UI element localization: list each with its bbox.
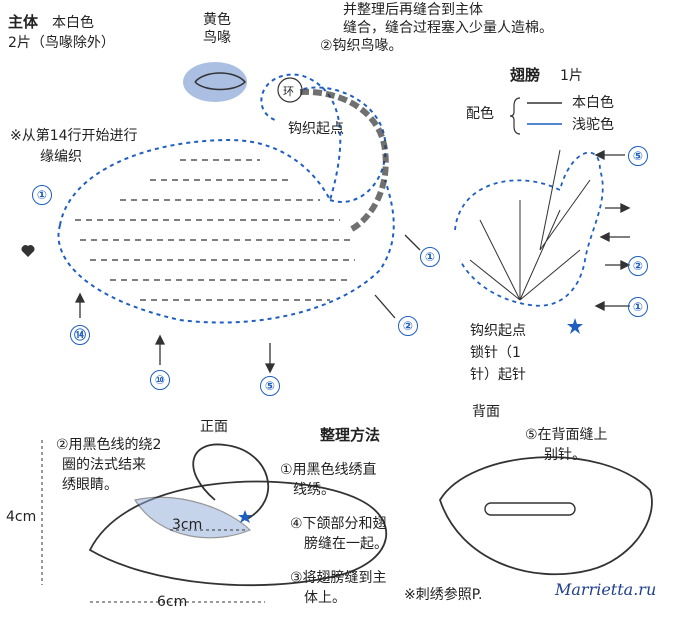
- dim-height: 4cm: [6, 509, 37, 525]
- back-swan-body: [439, 456, 653, 576]
- body-marker-1-right: ①: [420, 247, 440, 267]
- front-swan-body: [88, 480, 388, 587]
- step1-note-2: 线绣。: [293, 482, 335, 498]
- wing-chart-fans: [469, 149, 591, 301]
- body-arrows: [74, 234, 421, 374]
- wing-chart-outline: [454, 151, 604, 307]
- dim-width: 6cm: [157, 594, 188, 610]
- back-label: 背面: [472, 404, 500, 420]
- wing-title: 翅膀: [510, 66, 541, 84]
- wing-start-2: 锁针（1: [470, 345, 521, 361]
- wing-arrows: [594, 149, 631, 312]
- eye-note-3: 绣眼睛。: [62, 477, 118, 493]
- front-swan-wing: [134, 496, 252, 539]
- step4-note-1: ④下颌部分和翅: [290, 516, 387, 532]
- wing-marker-5: ⑤: [628, 146, 648, 166]
- heart-icon: [21, 245, 35, 257]
- embroidery-ref: ※刺绣参照P.: [404, 587, 483, 603]
- wing-color-1: 本白色: [572, 95, 614, 111]
- body-marker-1-left: ①: [32, 185, 52, 205]
- body-chart-rows: [75, 159, 355, 301]
- edge-note-2: 缘编织: [40, 149, 82, 165]
- front-label: 正面: [200, 419, 228, 435]
- safety-pin: [484, 502, 576, 516]
- wing-marker-2: ②: [628, 256, 648, 276]
- top-note-1: 并整理后再缝合到主体: [343, 2, 483, 18]
- body-title: 主体: [8, 13, 39, 31]
- body-start-label: 钩织起点: [288, 121, 344, 137]
- wing-marker-1: ①: [628, 297, 648, 317]
- ring-label: 环: [283, 85, 294, 98]
- body-marker-2: ②: [398, 316, 418, 336]
- step4-note-2: 膀缝在一起。: [304, 536, 388, 552]
- wing-color-2: 浅驼色: [572, 117, 614, 133]
- eye-note-1: ②用黑色线的绕2: [56, 437, 162, 453]
- wing-start-1: 钩织起点: [470, 323, 526, 339]
- eye-note-2: 圈的法式结来: [62, 457, 146, 473]
- watermark: Marrietta.ru: [555, 580, 657, 599]
- edge-note-1: ※从第14行开始进行: [10, 128, 138, 144]
- neck-chain: [299, 88, 389, 233]
- top-note-2: 缝合，缝合过程塞入少量人造棉。: [343, 20, 553, 36]
- body-count: 2片（鸟喙除外）: [8, 35, 115, 51]
- wing-star-icon: [567, 318, 583, 334]
- legend-brace: [509, 97, 521, 135]
- finishing-title: 整理方法: [320, 426, 381, 444]
- step5-note-2: 别针。: [544, 447, 586, 463]
- step5-note-1: ⑤在背面缝上: [525, 427, 608, 443]
- dim-neck: 3cm: [172, 517, 203, 533]
- step1-note-1: ①用黑色线绣直: [280, 462, 377, 478]
- wing-color-label: 配色: [466, 106, 494, 122]
- beak-highlight: [183, 62, 247, 102]
- body-marker-10: ⑩: [150, 370, 170, 390]
- body-color: 本白色: [52, 15, 94, 31]
- body-chart-outline: [57, 73, 395, 324]
- body-marker-5: ⑤: [260, 376, 280, 396]
- body-marker-14: ⑭: [70, 325, 90, 345]
- beak-stitches: [194, 72, 247, 91]
- beak-color-1: 黄色: [203, 12, 231, 28]
- wing-count: 1片: [560, 68, 583, 84]
- wing-start-3: 针）起针: [470, 367, 526, 383]
- beak-color-2: 鸟喙: [203, 30, 231, 46]
- front-swan-neck: [192, 443, 270, 521]
- step3-note-1: ③将翅膀缝到主: [290, 570, 387, 586]
- step3-note-2: 体上。: [304, 590, 346, 606]
- front-star-icon: [238, 510, 252, 523]
- beak-step: ②钩织鸟喙。: [320, 38, 403, 54]
- dimension-lines: [41, 440, 265, 603]
